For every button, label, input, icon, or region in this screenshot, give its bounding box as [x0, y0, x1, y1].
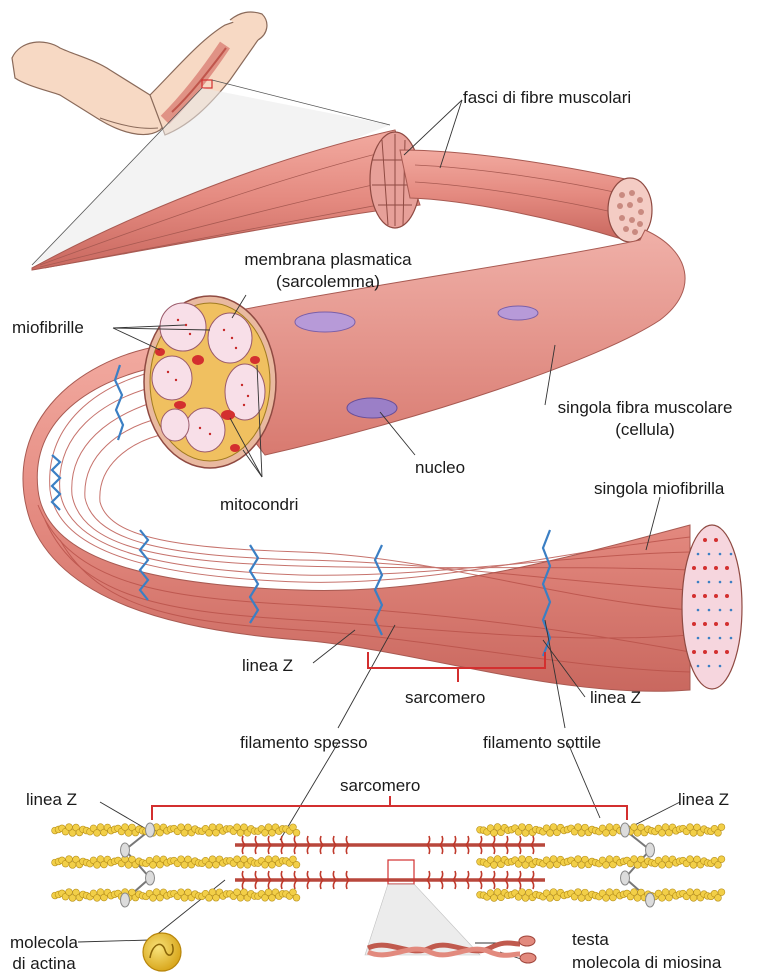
myofibril-filament-dot	[730, 553, 733, 556]
myofibril-filament-dot	[708, 553, 711, 556]
myofibril-filament-dot	[719, 609, 722, 612]
z-disc-node	[146, 823, 155, 837]
actin-bead	[293, 861, 300, 868]
actin-molecule	[143, 933, 181, 971]
z-disc-node	[146, 871, 155, 885]
myofibril-filament-dot	[730, 637, 733, 640]
myofibril-filament-dot	[703, 566, 707, 570]
z-disc-node	[646, 843, 655, 857]
label-filamento-sottile: filamento sottile	[483, 733, 601, 753]
z-disc-node	[121, 893, 130, 907]
label-miofibrille: miofibrille	[12, 318, 84, 338]
actin-bead	[718, 889, 725, 896]
myofibril-filament-dot	[692, 566, 696, 570]
myofibril-filament-dot	[692, 594, 696, 598]
myofibril-filament-dot	[708, 665, 711, 668]
myofibril-filament-dot	[725, 650, 729, 654]
label-mitocondri: mitocondri	[220, 495, 298, 515]
myofibril-filament-dot	[719, 553, 722, 556]
myofibril-filament-dot	[697, 637, 700, 640]
actin-bead	[293, 829, 300, 836]
myofibril-filament-dot	[708, 581, 711, 584]
actin-bead	[547, 895, 554, 902]
label-nucleo: nucleo	[415, 458, 465, 478]
z-disc-node	[121, 843, 130, 857]
nucleus-shape	[295, 312, 355, 332]
myofibril-filament-dot	[703, 650, 707, 654]
myofibril-filament-dot	[730, 581, 733, 584]
myofibril-filament-dot	[703, 622, 707, 626]
myofibril-filament-dot	[708, 637, 711, 640]
myofibril-filament-dot	[714, 650, 718, 654]
myofibril-filament-dot	[730, 609, 733, 612]
actin-bead	[519, 889, 526, 896]
label-sarcomero-bottom: sarcomero	[340, 776, 420, 796]
label-testa: testa	[572, 930, 609, 950]
actin-bead	[547, 862, 554, 869]
myofibril-filament-dot	[703, 594, 707, 598]
z-disc-node	[621, 871, 630, 885]
label-linea-z-bottom-left: linea Z	[26, 790, 77, 810]
label-membrana-plasmatica: membrana plasmatica	[233, 250, 423, 270]
myofibril-filament-dot	[725, 566, 729, 570]
actin-bead	[718, 856, 725, 863]
actin-bead	[293, 894, 300, 901]
myofibril-filament-dot	[697, 609, 700, 612]
fiber-cross-section	[144, 296, 276, 468]
label-filamento-spesso: filamento spesso	[240, 733, 368, 753]
myofibril-filament-dot	[719, 665, 722, 668]
myofibril-filament-dot	[714, 538, 718, 542]
myofibril-filament-dot	[697, 553, 700, 556]
label-singola-fibra: singola fibra muscolare	[525, 398, 765, 418]
myofibril-filament-dot	[714, 566, 718, 570]
actin-bead	[519, 824, 526, 831]
myofibril-filament-dot	[708, 609, 711, 612]
myofibril-filament-dot	[692, 650, 696, 654]
label-linea-z-bottom-right: linea Z	[678, 790, 729, 810]
myofibril-filament-dot	[725, 594, 729, 598]
actin-bead	[491, 830, 498, 837]
label-fasci: fasci di fibre muscolari	[463, 88, 631, 108]
label-cellula: (cellula)	[525, 420, 765, 440]
myofibril-filament-dot	[725, 622, 729, 626]
myofibril-filament-dot	[719, 637, 722, 640]
actin-bead	[547, 830, 554, 837]
myofibril-filament-dot	[697, 581, 700, 584]
actin-bead	[519, 856, 526, 863]
myofibril-filament-dot	[697, 665, 700, 668]
label-sarcolemma: (sarcolemma)	[233, 272, 423, 292]
myofibril-filament-dot	[692, 622, 696, 626]
label-singola-miofibrilla: singola miofibrilla	[594, 479, 724, 499]
label-di-actina: di actina	[2, 954, 86, 974]
myofibril-filament-dot	[719, 581, 722, 584]
z-disc-node	[646, 893, 655, 907]
sarcomere-bracket-bottom	[152, 796, 627, 820]
label-molecola: molecola	[2, 933, 86, 953]
myofibril-filament-dot	[714, 594, 718, 598]
label-sarcomero-top: sarcomero	[405, 688, 485, 708]
myofibril-filament-dot	[703, 538, 707, 542]
myofibril-filament-dot	[714, 622, 718, 626]
label-molecola-miosina: molecola di miosina	[572, 953, 721, 973]
actin-bead	[491, 862, 498, 869]
actin-bead	[718, 824, 725, 831]
label-linea-z-right: linea Z	[590, 688, 641, 708]
z-disc-node	[621, 823, 630, 837]
actin-bead	[491, 895, 498, 902]
label-linea-z-left: linea Z	[242, 656, 293, 676]
